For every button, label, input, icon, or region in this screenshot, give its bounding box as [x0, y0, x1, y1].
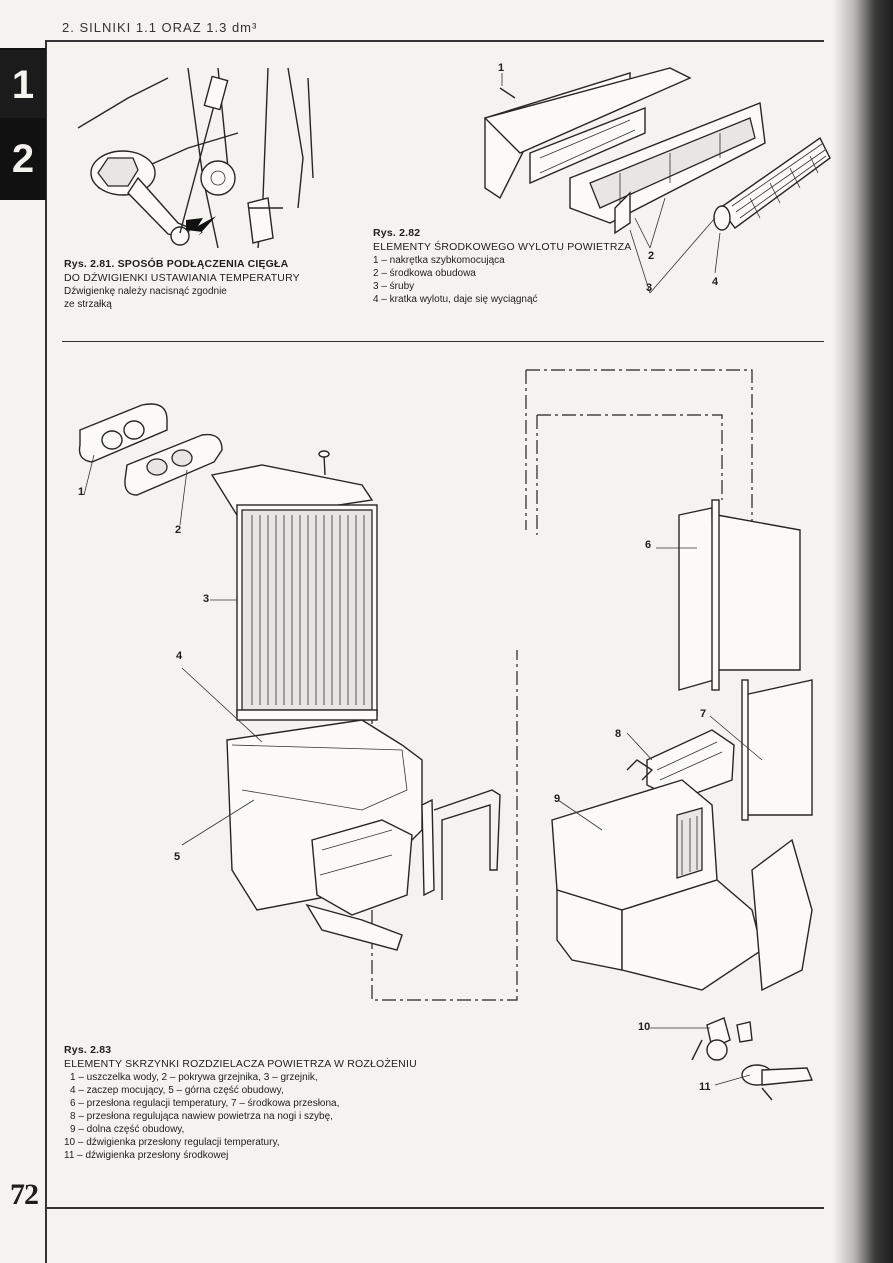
fig282-callout-4: 4: [712, 276, 719, 288]
chapter-tab-1: 1: [0, 48, 46, 118]
footer-rule: [46, 1207, 824, 1209]
scan-shadow-edge: [833, 0, 893, 1263]
fig283-callout-2: 2: [175, 524, 182, 536]
press-arrow-icon: [186, 216, 216, 236]
temperature-flap-lever: [691, 1017, 731, 1061]
fig283-item-5: 9 – dolna część obudowy,: [70, 1124, 185, 1135]
fig282-item-4: 4 – kratka wylotu, daje się wyciągnąć: [373, 294, 538, 305]
fig283-callout-8: 8: [615, 728, 622, 740]
fig283-callout-5: 5: [174, 851, 181, 863]
fig282-callout-1: 1: [498, 62, 505, 74]
central-flap: [741, 679, 813, 821]
fig283-callout-11: 11: [699, 1081, 711, 1093]
running-head: 2. SILNIKI 1.1 ORAZ 1.3 dm³: [62, 20, 258, 35]
fig283-drawing: [78, 369, 814, 1101]
fig283-title: ELEMENTY SKRZYNKI ROZDZIELACZA POWIETRZA…: [64, 1058, 417, 1070]
fig283-item-6: 10 – dźwigienka przesłony regulacji temp…: [64, 1137, 280, 1148]
page-number: 72: [10, 1178, 39, 1211]
fig282-item-3: 3 – śruby: [373, 281, 415, 292]
fig282-item-2: 2 – środkowa obudowa: [373, 268, 476, 279]
header-rule: [46, 40, 824, 42]
fig282-callout-3: 3: [646, 282, 653, 294]
water-seal: [78, 403, 168, 463]
radiator: [210, 464, 378, 721]
fig282-callout-2: 2: [648, 250, 655, 262]
fig283-callout-9: 9: [554, 793, 561, 805]
fig283-item-4: 8 – przesłona regulująca nawiew powietrz…: [70, 1111, 333, 1122]
grille: [713, 136, 831, 231]
fig283-caption: Rys. 2.83 ELEMENTY SKRZYNKI ROZDZIELACZA…: [64, 1043, 464, 1162]
fig283-label: Rys. 2.83: [64, 1044, 112, 1056]
fig283-callout-1: 1: [78, 486, 85, 498]
fig281-title: Rys. 2.81. SPOSÓB PODŁĄCZENIA CIĘGŁA: [64, 258, 289, 270]
fig282-item-1: 1 – nakrętka szybkomocująca: [373, 255, 505, 266]
fig282-drawing: [483, 67, 831, 294]
fig281-note-2: ze strzałką: [64, 299, 112, 310]
fig282-caption: Rys. 2.82 ELEMENTY ŚRODKOWEGO WYLOTU POW…: [373, 226, 653, 306]
section-rule: [62, 341, 824, 343]
fig281-title-2: DO DŹWIGIENKI USTAWIANIA TEMPERATURY: [64, 272, 300, 284]
fig283-callout-10: 10: [638, 1021, 651, 1033]
temperature-lever: [90, 150, 191, 246]
rod: [179, 97, 217, 234]
fig283-callout-3: 3: [203, 593, 210, 605]
chapter-tab-2: 2: [0, 118, 46, 200]
fig281-drawing: [77, 67, 314, 249]
central-flap-lever: [741, 1064, 814, 1101]
temperature-flap: [678, 499, 801, 691]
foot-screen-flap: [626, 729, 735, 801]
fig282-label: Rys. 2.82: [373, 227, 421, 239]
radiator-cover: [124, 433, 223, 496]
fig283-item-7: 11 – dźwigienka przesłony środkowej: [64, 1150, 229, 1161]
fig282-title: ELEMENTY ŚRODKOWEGO WYLOTU POWIETRZA: [373, 241, 632, 253]
fig281-note-1: Dźwigienkę należy nacisnąć zgodnie: [64, 286, 227, 297]
fig283-item-3: 6 – przesłona regulacji temperatury, 7 –…: [70, 1098, 340, 1109]
lower-housing: [551, 779, 813, 992]
left-margin-rule: [45, 40, 47, 1263]
fig283-callout-4: 4: [176, 650, 183, 662]
fig283-callout-6: 6: [645, 539, 652, 551]
fig283-callout-7: 7: [700, 708, 707, 720]
fig283-item-1: 1 – uszczelka wody, 2 – pokrywa grzejnik…: [70, 1072, 318, 1083]
fig281-caption: Rys. 2.81. SPOSÓB PODŁĄCZENIA CIĘGŁA DO …: [64, 257, 334, 311]
fig283-item-2: 4 – zaczep mocujący, 5 – górna część obu…: [70, 1085, 284, 1096]
upper-housing: [226, 719, 501, 951]
